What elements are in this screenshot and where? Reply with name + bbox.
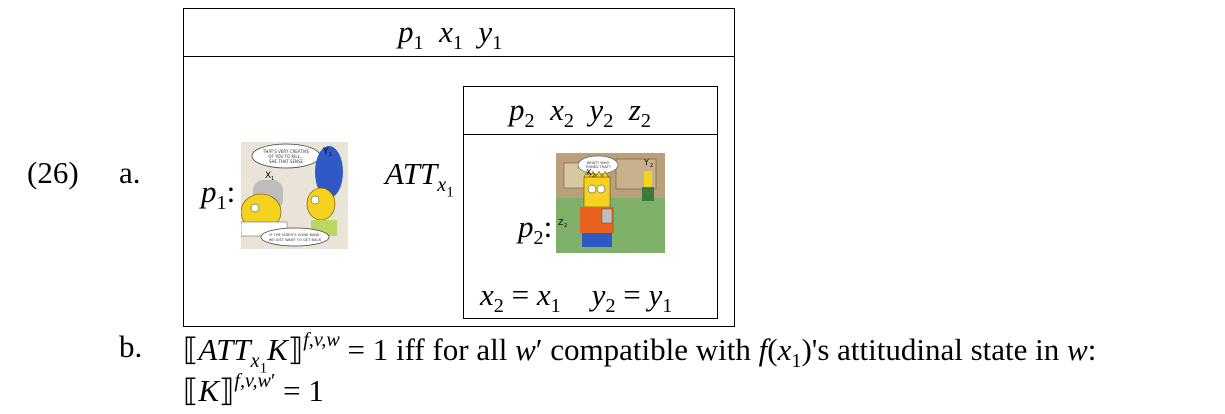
svg-text:X: X <box>265 171 271 181</box>
svg-text:WHAT? WHO: WHAT? WHO <box>587 161 610 165</box>
inner-drs-divider <box>463 134 718 135</box>
svg-text:2: 2 <box>564 223 567 229</box>
svg-text:Y: Y <box>322 147 329 157</box>
svg-text:OF YOU TO KILL...: OF YOU TO KILL... <box>268 154 303 159</box>
svg-text:THINKS THAT?: THINKS THAT? <box>584 165 611 169</box>
svg-text:Y: Y <box>643 158 649 167</box>
svg-text:THAT'S VERY CREATIVE: THAT'S VERY CREATIVE <box>262 149 310 154</box>
inner-drs-box <box>463 86 718 319</box>
example-number: (26) <box>27 155 79 190</box>
comic-panel-2: WHAT? WHO THINKS THAT? X 2 Y 2 Z 2 <box>556 153 665 253</box>
item-a-label: a. <box>119 155 141 190</box>
outer-drs-universe: p1 x1 y1 <box>398 14 503 55</box>
att-operator: ATTx1 <box>385 156 454 201</box>
item-b-label: b. <box>119 329 143 364</box>
item-b-line-2: ⟦K⟧f,v,w′ = 1 <box>183 370 324 409</box>
inner-drs-conditions: x2 = x1 y2 = y1 <box>480 277 673 318</box>
inner-drs-universe: p2 x2 y2 z2 <box>509 92 651 133</box>
svg-text:1: 1 <box>329 152 332 158</box>
svg-text:Z: Z <box>558 218 564 227</box>
svg-text:SHE THAT SENSE: SHE THAT SENSE <box>269 159 304 164</box>
item-b-line-1: ⟦ATTx1K⟧f,v,w = 1 iff for all w′ compati… <box>183 329 1097 377</box>
outer-drs-divider <box>183 56 735 57</box>
svg-text:X: X <box>586 168 592 177</box>
p2-label: p2: <box>518 209 553 250</box>
svg-text:2: 2 <box>592 173 595 179</box>
comic-panel-1: THAT'S VERY CREATIVE OF YOU TO KILL... S… <box>241 142 348 249</box>
outer-drs-box <box>183 8 735 327</box>
svg-text:WE JUST WANT TO GET BACK: WE JUST WANT TO GET BACK <box>269 238 322 242</box>
svg-text:2: 2 <box>650 163 653 169</box>
svg-text:1: 1 <box>271 176 274 182</box>
svg-text:IF THE VIDEO'S GONE BADE,: IF THE VIDEO'S GONE BADE, <box>269 233 320 237</box>
p1-label: p1: <box>201 174 236 215</box>
